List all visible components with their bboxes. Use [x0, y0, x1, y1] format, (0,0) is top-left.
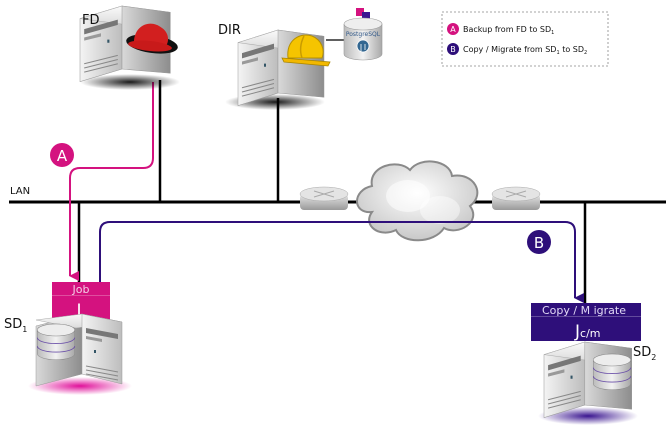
sd1-label: SD1 [4, 317, 27, 334]
legend-item-a: A Backup from FD to SD1 [447, 23, 554, 36]
svg-text:B: B [450, 45, 456, 54]
svg-text:Backup from FD to SD1: Backup from FD to SD1 [463, 25, 554, 36]
dir-label: DIR [218, 23, 241, 38]
sd2-label: SD2 [633, 345, 656, 362]
dir-server[interactable] [225, 29, 331, 110]
hard-hat-icon [281, 34, 331, 67]
sd2-server[interactable] [538, 341, 638, 425]
redhat-icon [126, 23, 178, 54]
legend-item-b: B Copy / Migrate from SD1 to SD2 [447, 43, 587, 56]
fd-label: FD [82, 13, 100, 28]
postgresql-label: PostgreSQL [346, 31, 381, 38]
sd1-server[interactable] [28, 313, 132, 395]
sd1-disk-icon [36, 323, 76, 361]
router-icon-left [299, 186, 349, 210]
svg-text:B: B [534, 234, 544, 252]
cloud-icon [356, 160, 479, 242]
router-icon-right [491, 186, 541, 210]
svg-text:Copy / Migrate from SD1 to SD2: Copy / Migrate from SD1 to SD2 [463, 45, 587, 56]
svg-text:A: A [57, 147, 68, 165]
sd2-job-glyph: Jc/m [574, 322, 601, 342]
flow-a-badge: A [50, 143, 74, 167]
sd2-job-box: Copy / M igrate Jc/m [531, 303, 641, 342]
postgresql-elephant-icon [356, 39, 370, 53]
sd1-job-title: Job [72, 283, 90, 296]
flow-b-path [99, 221, 584, 303]
sd2-job-title: Copy / M igrate [542, 304, 626, 317]
legend: A Backup from FD to SD1 B Copy / Migrate… [441, 11, 609, 67]
lan-label: LAN [10, 186, 30, 197]
svg-text:A: A [450, 25, 456, 34]
fd-server[interactable] [79, 5, 180, 90]
flow-b-badge: B [527, 230, 551, 254]
sd1-job-glyph: J [75, 301, 81, 321]
postgresql-db[interactable]: PostgreSQL [343, 8, 383, 61]
flow-a-path [69, 82, 154, 281]
sd2-disk-icon [592, 353, 632, 391]
